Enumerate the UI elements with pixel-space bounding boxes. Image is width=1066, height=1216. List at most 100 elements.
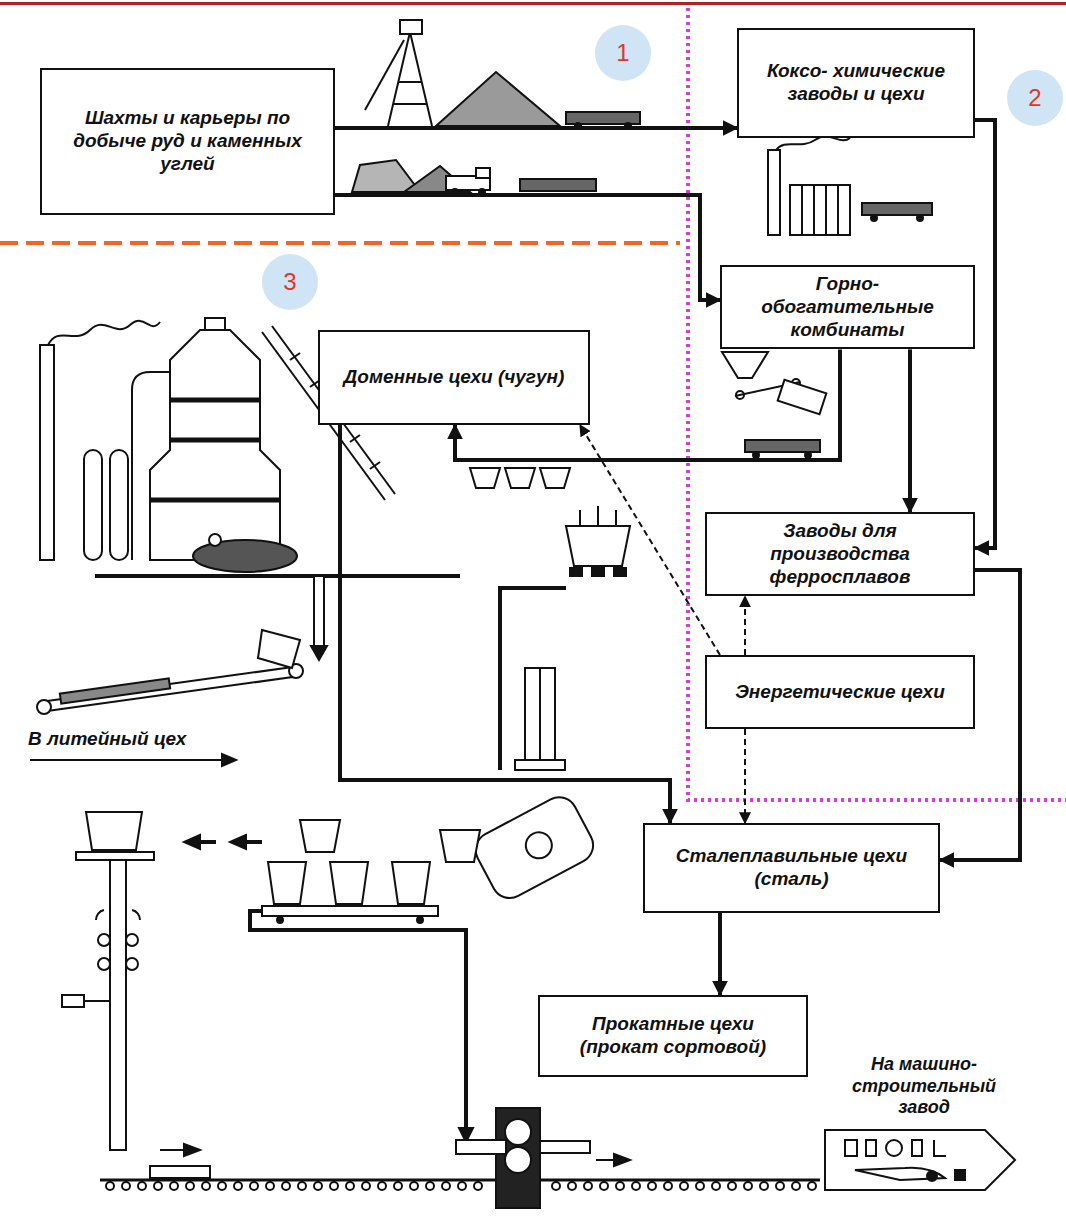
flow-note: На машино- строительный завод [838, 1054, 1010, 1119]
continuous-caster-illustration [62, 812, 154, 1150]
steelmaking-illustration-part-part [469, 791, 599, 904]
coke-plant-illustration-part [790, 185, 850, 235]
mine-illustration-part [398, 81, 422, 83]
mine-illustration-part [400, 20, 422, 34]
energy-connector [744, 729, 746, 823]
blast-furnace-illustration-part [84, 450, 102, 560]
callout-number: 2 [1007, 70, 1063, 126]
steelmaking-illustration-part [262, 906, 438, 916]
steelmaking-illustration-part [300, 820, 340, 852]
coke-plant-illustration [768, 137, 932, 235]
rolling-line-illustration-part-part [474, 1182, 482, 1190]
rolling-line-illustration-part-part [616, 1182, 624, 1190]
blast-furnace-illustration-part [311, 646, 327, 660]
process-box: Горно- обогатительные комбинаты [720, 265, 975, 349]
steelmaking-illustration-part [392, 862, 430, 904]
coke-plant-illustration-part [871, 215, 877, 221]
rolling-line-illustration-part-part [186, 1182, 194, 1190]
steelmaking-illustration-part [539, 668, 541, 768]
rolling-line-illustration-part-part [632, 1182, 640, 1190]
rolling-line-illustration-part-part [584, 1182, 592, 1190]
continuous-caster-illustration-part [76, 852, 154, 860]
rolling-line-illustration-part-part [250, 1182, 258, 1190]
ore-dressing-illustration-part [753, 452, 759, 458]
label-text: 1 [616, 39, 629, 67]
steelmaking-illustration-part [277, 917, 283, 923]
flow-connector [908, 349, 912, 512]
box-text: Шахты и карьеры по добыче руд и каменных… [54, 107, 321, 175]
mine-illustration-part [476, 168, 490, 178]
rolling-line-illustration-part-part [378, 1182, 386, 1190]
rolling-line-illustration-part-part [568, 1182, 576, 1190]
coke-plant-illustration-part [813, 185, 815, 235]
ferroalloy-furnace-illustration-part [570, 568, 582, 576]
ferroalloy-furnace-illustration-part [615, 510, 617, 526]
foundry-conveyor-illustration-part [40, 676, 300, 712]
region-lines [0, 2, 1066, 800]
continuous-caster-illustration-part [98, 934, 110, 946]
steelmaking-illustration-part [525, 668, 555, 768]
product-illustration-part [886, 1140, 902, 1156]
ore-dressing-illustration-part [722, 352, 768, 378]
steelmaking-illustration-part [250, 911, 466, 1128]
continuous-caster-illustration-part [132, 910, 140, 920]
rolling-line-illustration-part-part [154, 1182, 162, 1190]
mine-illustration-part [365, 40, 404, 110]
blast-furnace-illustration-part [48, 321, 160, 345]
coke-plant-illustration-part [862, 203, 932, 215]
flow-connector [335, 195, 720, 300]
rolling-line-illustration-part-part [202, 1182, 210, 1190]
rolling-line-illustration [100, 1108, 820, 1208]
ferroalloy-furnace-illustration-part [500, 588, 566, 770]
rolling-line-illustration-part [505, 1147, 531, 1173]
rolling-line-illustration-part-part [362, 1182, 370, 1190]
rolling-line-illustration-part-part [218, 1182, 226, 1190]
box-text: Сталеплавильные цехи (сталь) [657, 845, 926, 891]
box-text: Доменные цехи (чугун) [344, 366, 565, 389]
rolling-line-illustration-part-part [744, 1182, 752, 1190]
rolling-line-illustration-part-part [394, 1182, 402, 1190]
blast-furnace-illustration-part [150, 498, 280, 503]
steelmaking-illustration-part [230, 835, 246, 849]
label-text: В литейный цех [28, 728, 268, 751]
region-lines-part [0, 241, 680, 245]
steelmaking-illustration-part [200, 840, 216, 844]
coke-plant-illustration-part [825, 185, 827, 235]
blast-furnace-illustration-part [290, 353, 300, 360]
rolling-line-illustration-part-part [458, 1182, 466, 1190]
ferroalloy-furnace-illustration-part [597, 506, 599, 526]
rolling-line-illustration-part [505, 1119, 531, 1145]
coke-plant-illustration-part [837, 185, 839, 235]
ore-dressing-illustration [722, 352, 826, 458]
mine-illustration-part [520, 179, 596, 191]
blast-furnace-illustration-part [205, 318, 225, 330]
rolling-line-illustration-part-part [648, 1182, 656, 1190]
ore-dressing-illustration-part [778, 380, 827, 415]
continuous-caster-illustration-part [96, 910, 104, 920]
region-lines-part [688, 8, 1066, 800]
foundry-conveyor-illustration-part [60, 678, 170, 703]
steelmaking-illustration-part-part [521, 828, 556, 863]
continuous-caster-illustration-part [110, 860, 126, 1150]
label-text: 3 [283, 268, 296, 296]
continuous-caster-illustration-part [62, 995, 84, 1007]
rolling-line-illustration-part-part [760, 1182, 768, 1190]
rolling-line-illustration-part-part [122, 1182, 130, 1190]
rolling-line-illustration-part-part [696, 1182, 704, 1190]
rolling-line-illustration-part-part [266, 1182, 274, 1190]
blast-furnace-illustration-part [370, 462, 380, 469]
foundry-conveyor-illustration-part [222, 754, 236, 766]
rolling-line-illustration-part [106, 1182, 816, 1190]
rolling-line-illustration-part [496, 1108, 540, 1208]
rolling-line-illustration-part [150, 1166, 210, 1178]
blast-furnace-illustration-part [540, 468, 570, 488]
rolling-line-illustration-part-part [664, 1182, 672, 1190]
rolling-line-illustration-part-part [728, 1182, 736, 1190]
rolling-line-illustration-part-part [776, 1182, 784, 1190]
process-box: Сталеплавильные цехи (сталь) [643, 823, 940, 913]
product-illustration-part [912, 1140, 922, 1156]
rolling-line-illustration-part-part [552, 1182, 560, 1190]
process-box: Шахты и карьеры по добыче руд и каменных… [40, 68, 335, 215]
blast-furnace-illustration-part [314, 576, 324, 646]
